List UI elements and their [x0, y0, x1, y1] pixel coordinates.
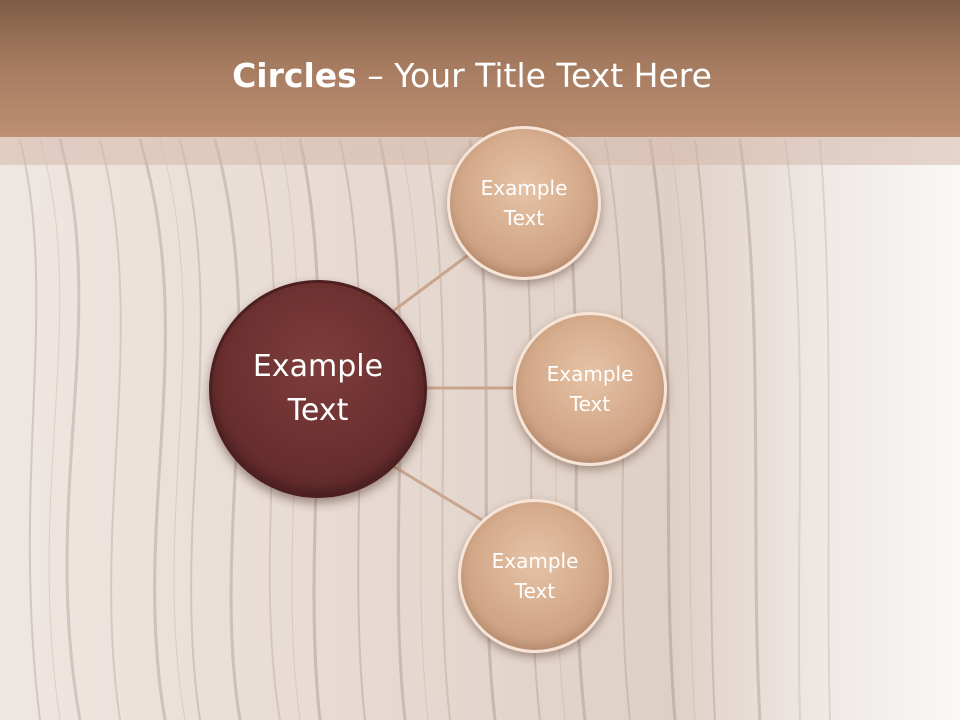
title-bar — [0, 0, 960, 137]
node-label: Example Text — [480, 176, 568, 230]
node-circle-middle[interactable]: Example Text — [513, 312, 667, 466]
center-circle-label: Example Text — [252, 349, 384, 428]
slide-title: Circles – Your Title Text Here — [0, 56, 944, 96]
node-circle-bottom[interactable]: Example Text — [458, 499, 612, 653]
node-label: Example Text — [491, 549, 579, 603]
node-circle-top[interactable]: Example Text — [447, 126, 601, 280]
title-text: – Your Title Text Here — [356, 56, 712, 95]
title-bold-text: Circles — [232, 56, 357, 95]
connector-top — [392, 248, 476, 313]
node-label: Example Text — [546, 362, 634, 416]
connector-bottom — [392, 464, 483, 522]
center-circle[interactable]: Example Text — [209, 280, 427, 498]
